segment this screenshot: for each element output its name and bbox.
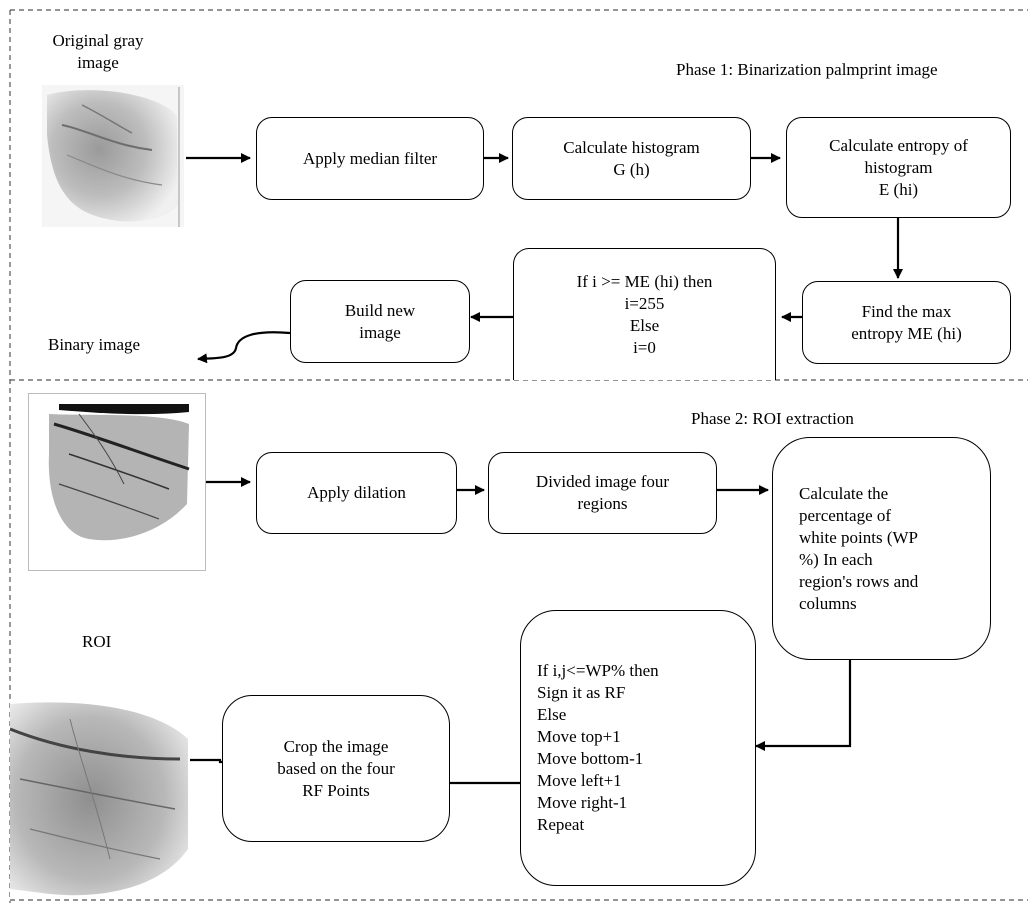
arrow-percentage-to-rfcheck — [755, 660, 852, 751]
apply-dilation-text: Apply dilation — [307, 483, 406, 502]
threshold-rule-text: If i >= ME (hi) then i=255 Else i=0 — [576, 271, 713, 357]
apply-median-filter-box: Apply median filter — [256, 117, 484, 200]
calculate-entropy-text: Calculate entropy of histogram E (hi) — [829, 135, 968, 199]
phase-frame — [9, 9, 1028, 903]
divide-regions-box: Divided image four regions — [488, 452, 717, 534]
rf-point-rule-box: If i,j<=WP% then Sign it as RF Else Move… — [520, 610, 756, 886]
find-max-entropy-box: Find the max entropy ME (hi) — [802, 281, 1011, 364]
binary-palmprint-image — [28, 393, 206, 571]
threshold-rule-box: If i >= ME (hi) then i=255 Else i=0 — [513, 248, 776, 380]
apply-median-filter-text: Apply median filter — [302, 148, 438, 168]
build-new-image-text: Build new image — [344, 300, 416, 342]
phase2-title: Phase 2: ROI extraction — [691, 409, 854, 428]
white-points-percentage-box: Calculate the percentage of white points… — [772, 437, 991, 660]
arrow-build-to-output — [197, 331, 291, 364]
rf-point-rule-text: If i,j<=WP% then Sign it as RF Else Move… — [537, 661, 659, 834]
apply-dilation-box: Apply dilation — [256, 452, 457, 534]
build-new-image-box: Build new image — [290, 280, 470, 363]
arrow-crop-to-roi — [169, 755, 222, 765]
crop-image-text: Crop the image based on the four RF Poin… — [277, 736, 395, 800]
original-gray-palmprint-image — [42, 85, 184, 227]
calculate-histogram-box: Calculate histogram G (h) — [512, 117, 751, 200]
calculate-entropy-box: Calculate entropy of histogram E (hi) — [786, 117, 1011, 218]
find-max-entropy-text: Find the max entropy ME (hi) — [851, 301, 962, 343]
white-points-percentage-text: Calculate the percentage of white points… — [799, 483, 919, 613]
roi-label: ROI — [82, 632, 112, 651]
divide-regions-text: Divided image four regions — [535, 472, 670, 513]
crop-image-box: Crop the image based on the four RF Poin… — [222, 695, 450, 842]
phase1-title: Phase 1: Binarization palmprint image — [676, 60, 938, 79]
input-image-label: Original gray image — [52, 31, 144, 72]
roi-palmprint-image — [10, 699, 190, 899]
binary-image-label: Binary image — [48, 335, 141, 354]
calculate-histogram-text: Calculate histogram G (h) — [563, 137, 700, 179]
